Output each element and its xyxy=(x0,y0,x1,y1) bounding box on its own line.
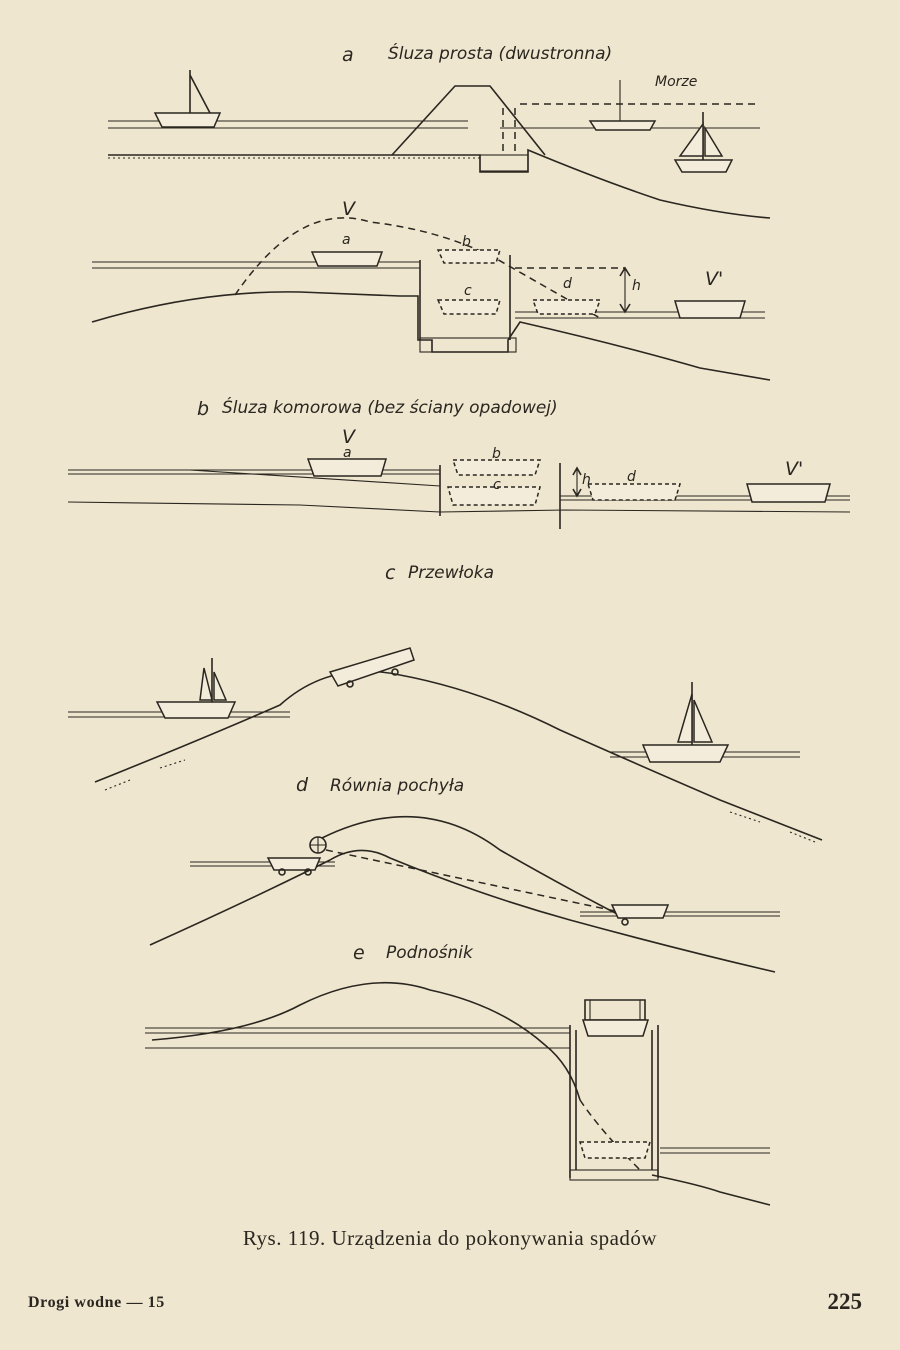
panel-e-title: Podnośnik xyxy=(386,943,473,963)
panel-d-letter: d xyxy=(296,774,309,796)
panel-c-letter: c xyxy=(385,562,396,584)
panel-d-title: Równia pochyła xyxy=(330,776,465,796)
panel-a2-a-label: a xyxy=(342,232,351,248)
panel-c-drawing xyxy=(68,647,823,843)
figure-caption: Rys. 119. Urządzenia do pokonywania spad… xyxy=(242,1226,658,1250)
page-number: 225 xyxy=(827,1289,863,1314)
panel-b-drawing xyxy=(67,458,851,529)
panel-b-letter: b xyxy=(197,398,210,420)
panel-b-c-label: c xyxy=(493,477,501,493)
panel-a2-h-label: h xyxy=(632,278,641,294)
panel-a2-b-label: b xyxy=(462,234,471,250)
running-footer: Drogi wodne — 15 xyxy=(28,1294,165,1311)
panel-e-letter: e xyxy=(353,942,365,964)
panel-a2-c-label: c xyxy=(464,283,472,299)
panel-b-h-label: h xyxy=(582,472,591,488)
panel-b-d-label: d xyxy=(627,469,636,485)
panel-c-title: Przewłoka xyxy=(408,563,495,583)
panel-b-a-label: a xyxy=(343,445,352,461)
panel-e-drawing xyxy=(145,981,771,1206)
panel-d-drawing xyxy=(149,815,780,973)
panel-b-v-label: V xyxy=(342,426,355,448)
panel-b-b-label: b xyxy=(492,446,501,462)
panel-a2-d-label: d xyxy=(563,276,572,292)
panel-a2-drawing xyxy=(91,217,771,381)
panel-a-title: Śluza prosta (dwustronna) xyxy=(388,44,613,64)
panel-a2-v-label: V xyxy=(342,198,355,220)
panel-a-drawing xyxy=(108,70,771,219)
sea-label: Morze xyxy=(655,74,698,90)
panel-b-title: Śluza komorowa (bez ściany opadowej) xyxy=(222,398,558,418)
panel-a2-v-prime-label: V' xyxy=(705,268,724,290)
panel-b-v-prime-label: V' xyxy=(785,458,804,480)
panel-a-letter: a xyxy=(342,44,354,66)
